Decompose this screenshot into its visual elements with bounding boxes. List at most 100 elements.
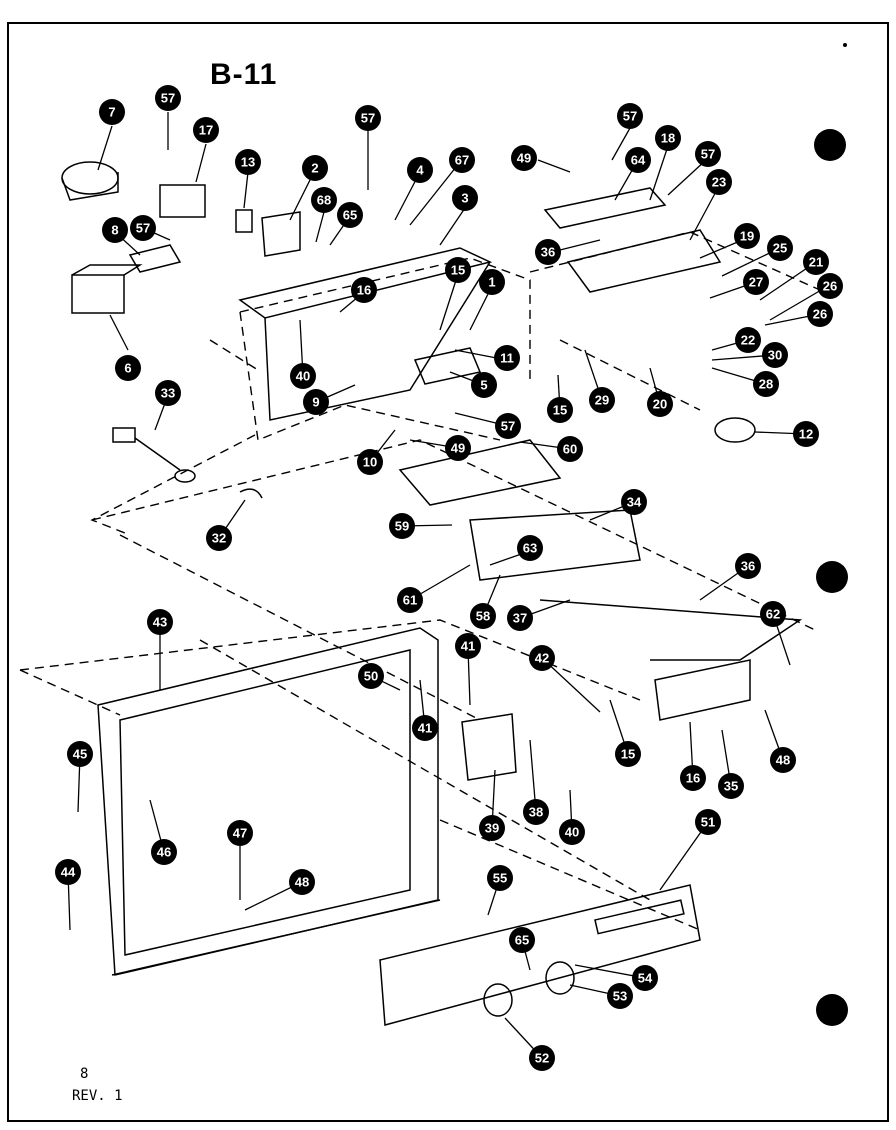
callout-circle	[734, 223, 760, 249]
callout-48: 48	[770, 747, 796, 773]
callout-10: 10	[357, 449, 383, 475]
callout-number: 49	[517, 151, 531, 166]
callout-number: 29	[595, 393, 609, 408]
callout-number: 35	[724, 779, 738, 794]
callout-22: 22	[735, 327, 761, 353]
callout-circle	[155, 85, 181, 111]
callout-circle	[289, 869, 315, 895]
frame-bottom	[111, 899, 441, 976]
callout-50: 50	[358, 663, 384, 689]
callout-number: 10	[363, 455, 377, 470]
bracket-35	[654, 659, 751, 721]
callout-number: 17	[199, 123, 213, 138]
callout-circle	[625, 147, 651, 173]
callout-number: 48	[295, 875, 309, 890]
callout-circle	[706, 169, 732, 195]
assembly-outlines	[19, 231, 821, 931]
callout-42: 42	[529, 645, 555, 671]
callout-circle	[770, 747, 796, 773]
callout-number: 36	[541, 245, 555, 260]
callout-29: 29	[589, 387, 615, 413]
callout-16: 16	[351, 277, 377, 303]
callout-circle	[735, 327, 761, 353]
callout-number: 20	[653, 397, 667, 412]
callout-number: 28	[759, 377, 773, 392]
callout-circle	[479, 269, 505, 295]
callout-number: 25	[773, 241, 787, 256]
callout-18: 18	[655, 125, 681, 151]
callout-number: 2	[311, 161, 318, 176]
callout-circle	[647, 391, 673, 417]
callout-62: 62	[760, 601, 786, 627]
callout-circle	[115, 355, 141, 381]
callout-number: 41	[461, 639, 475, 654]
callout-circle	[760, 601, 786, 627]
callout-52: 52	[529, 1045, 555, 1071]
callout-circle	[517, 535, 543, 561]
callout-63: 63	[517, 535, 543, 561]
callout-circle	[793, 421, 819, 447]
callout-number: 57	[361, 111, 375, 126]
callout-41: 41	[412, 715, 438, 741]
callout-number: 16	[686, 771, 700, 786]
callout-27: 27	[743, 269, 769, 295]
callout-43: 43	[147, 609, 173, 635]
callout-57: 57	[495, 413, 521, 439]
callout-number: 42	[535, 651, 549, 666]
callout-21: 21	[803, 249, 829, 275]
callout-circle	[767, 235, 793, 261]
callout-57: 57	[617, 103, 643, 129]
callout-number: 40	[565, 825, 579, 840]
callout-circle	[303, 389, 329, 415]
callout-circle	[357, 449, 383, 475]
callout-circle	[511, 145, 537, 171]
callout-59: 59	[389, 513, 415, 539]
callout-61: 61	[397, 587, 423, 613]
callout-circle	[753, 371, 779, 397]
callout-number: 15	[451, 263, 465, 278]
callout-number: 63	[523, 541, 537, 556]
callout-circle	[471, 372, 497, 398]
front-frame-inner	[119, 649, 411, 956]
callout-number: 43	[153, 615, 167, 630]
callout-circle	[807, 301, 833, 327]
callout-circle	[494, 345, 520, 371]
callout-36: 36	[535, 239, 561, 265]
callout-circle	[695, 809, 721, 835]
callout-number: 8	[111, 223, 118, 238]
callout-number: 67	[455, 153, 469, 168]
callout-circle	[547, 397, 573, 423]
callout-26: 26	[817, 273, 843, 299]
front-panel-outline	[439, 819, 701, 931]
callout-28: 28	[753, 371, 779, 397]
callout-60: 60	[557, 436, 583, 462]
callout-circle	[479, 815, 505, 841]
callout-number: 57	[136, 221, 150, 236]
callout-number: 3	[461, 191, 468, 206]
callout-37: 37	[507, 605, 533, 631]
guide-line	[559, 339, 701, 411]
callout-number: 32	[212, 531, 226, 546]
callout-13: 13	[235, 149, 261, 175]
callout-47: 47	[227, 820, 253, 846]
lower-outline	[19, 669, 121, 716]
callout-circle	[227, 820, 253, 846]
callout-57: 57	[355, 105, 381, 131]
front-control-panel	[379, 884, 701, 1026]
callout-circle	[655, 125, 681, 151]
corner-mark	[843, 43, 847, 47]
callout-67: 67	[449, 147, 475, 173]
callout-39: 39	[479, 815, 505, 841]
callout-number: 57	[701, 147, 715, 162]
callout-circle	[680, 765, 706, 791]
circuit-board	[566, 229, 722, 293]
callout-2: 2	[302, 155, 328, 181]
cord-wire	[134, 437, 181, 471]
callout-number: 57	[161, 91, 175, 106]
callout-circle	[695, 141, 721, 167]
callout-circle	[67, 741, 93, 767]
chassis-front-face	[264, 261, 491, 421]
callout-number: 13	[241, 155, 255, 170]
callout-20: 20	[647, 391, 673, 417]
